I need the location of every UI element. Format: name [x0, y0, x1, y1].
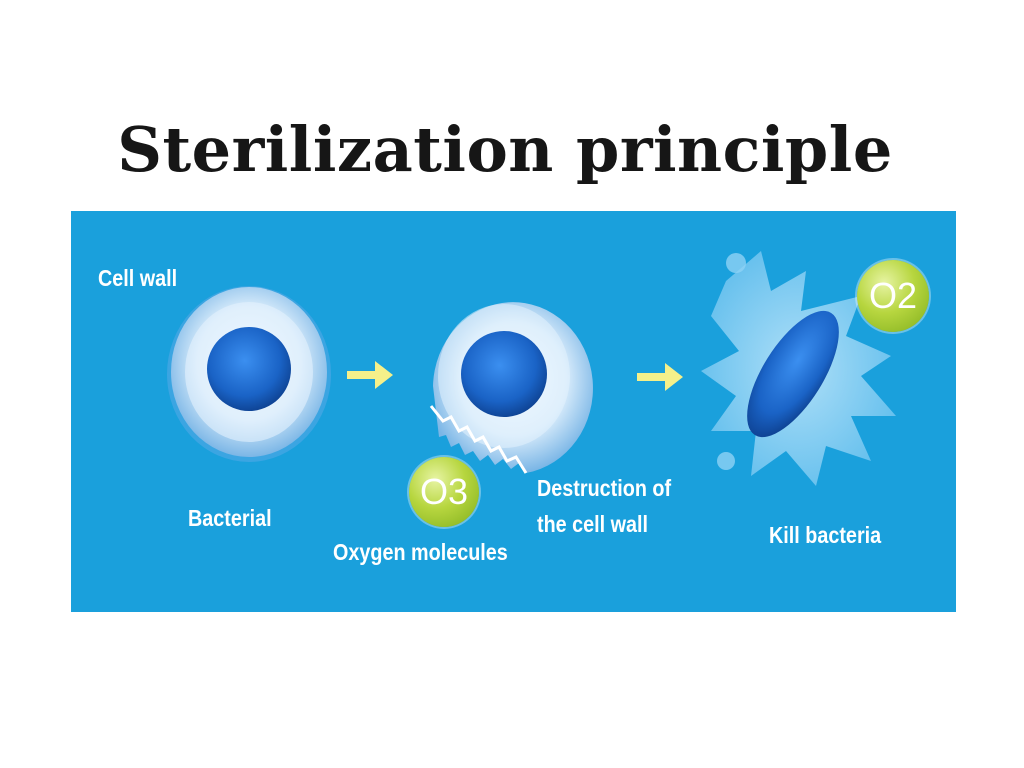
ozone-molecule-icon: O3	[409, 457, 479, 527]
diagram-title: Sterilization principle	[117, 113, 893, 186]
intact-cell	[167, 286, 331, 462]
label-bacterial: Bacterial	[188, 505, 272, 531]
label-cell-wall: Cell wall	[98, 265, 178, 291]
damaged-cell-nucleus	[461, 331, 547, 417]
splatter-drop	[717, 452, 735, 470]
diagram-panel: Cell wall Bacterial Oxygen molecules Des…	[71, 211, 956, 612]
crack-line	[429, 405, 528, 474]
diagram-graphics	[167, 251, 896, 486]
intact-cell-nucleus	[207, 327, 291, 411]
destroyed-nucleus	[747, 310, 839, 438]
oxygen-molecule-icon: O2	[857, 260, 929, 332]
label-destruction-line2: the cell wall	[537, 511, 649, 537]
label-kill-bacteria: Kill bacteria	[769, 522, 882, 548]
label-oxygen-molecules: Oxygen molecules	[333, 539, 508, 565]
splatter-drop	[726, 253, 746, 273]
arrow-2-icon	[637, 363, 683, 391]
damaged-cell	[429, 302, 593, 474]
arrow-1-icon	[347, 361, 393, 389]
label-destruction-line1: Destruction of	[537, 475, 672, 501]
destroyed-bacteria	[701, 251, 896, 486]
